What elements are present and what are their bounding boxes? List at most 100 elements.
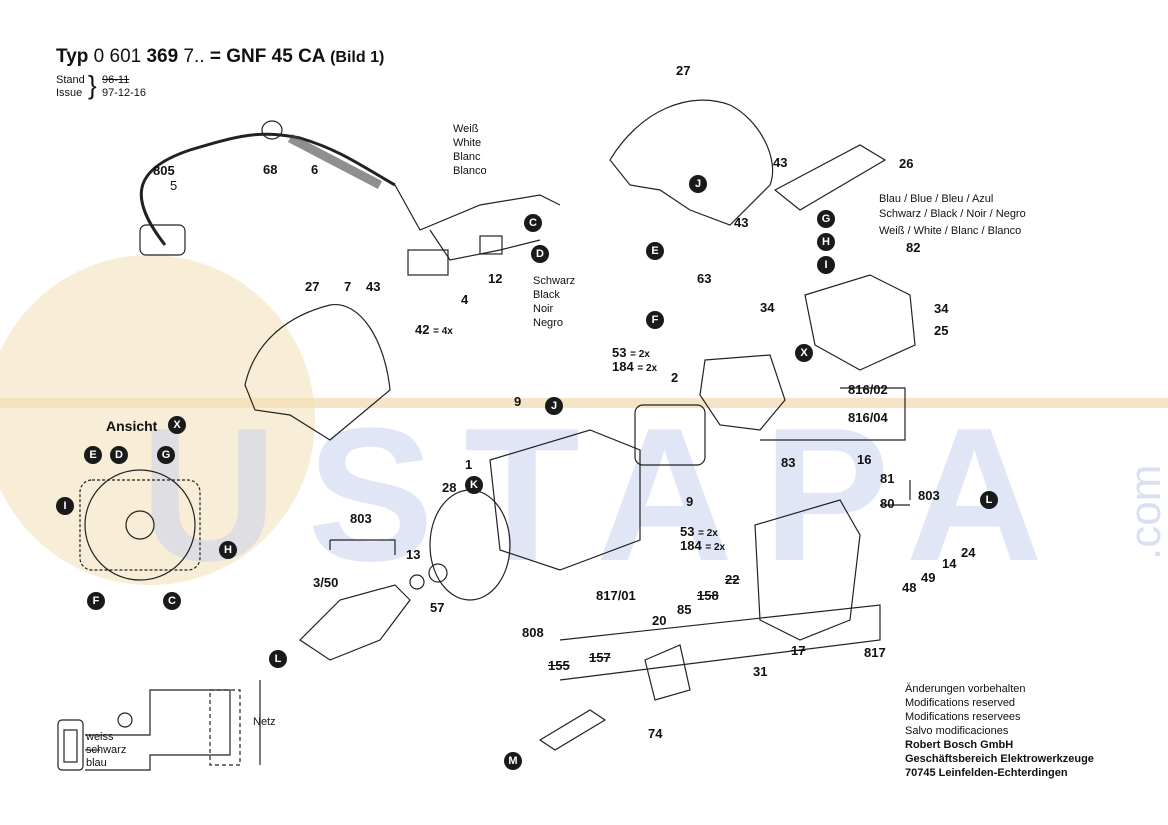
marker-D-ansicht: D — [110, 446, 128, 464]
part-803-b: 803 — [918, 488, 940, 503]
marker-E-ansicht: E — [84, 446, 102, 464]
motor-housing-1 — [489, 429, 641, 571]
gear-housing — [754, 499, 861, 641]
part-20: 20 — [652, 613, 667, 628]
brush-holder — [699, 354, 786, 431]
part-13: 13 — [406, 547, 421, 562]
marker-M: M — [504, 752, 522, 770]
part-9-b: 9 — [686, 494, 694, 509]
part-5: 5 — [170, 178, 178, 193]
watermark-text: USTAPA — [140, 389, 1073, 601]
part-816-02: 816/02 — [848, 382, 888, 397]
part-31: 31 — [753, 664, 768, 679]
part-63: 63 — [697, 271, 712, 286]
marker-L-left: L — [269, 650, 287, 668]
brace: } — [88, 70, 97, 100]
circuit-weiss: weiss — [86, 731, 114, 743]
part-184-a: 184 = 2x — [612, 359, 658, 374]
part-68: 68 — [263, 162, 278, 177]
marker-G-ansicht: G — [157, 446, 175, 464]
marker-I-ansicht: I — [56, 497, 74, 515]
part-80: 80 — [880, 496, 895, 511]
plug — [139, 224, 186, 256]
circuit-schwarz: schwarz — [86, 744, 127, 756]
part-7: 7 — [344, 279, 352, 294]
part-25: 25 — [934, 323, 949, 338]
part-74: 74 — [648, 726, 663, 741]
part-57: 57 — [430, 600, 445, 615]
wire-label-white-right: Weiß / White / Blanc / Blanco — [879, 225, 1022, 237]
part-2: 2 — [671, 370, 679, 385]
part-22: 22 — [725, 572, 740, 587]
part-158: 158 — [697, 588, 719, 603]
part-808: 808 — [522, 625, 544, 640]
marker-G-right: G — [817, 210, 835, 228]
marker-E-mid: E — [646, 242, 664, 260]
ansicht-view — [79, 469, 201, 581]
marker-X-mid: X — [795, 344, 813, 362]
marker-I-right: I — [817, 256, 835, 274]
part-157: 157 — [589, 650, 611, 665]
part-805: 805 — [153, 163, 175, 178]
part-42: 42 = 4x — [415, 322, 453, 337]
part-34-b: 34 — [934, 301, 949, 316]
switch-12 — [479, 235, 503, 255]
power-cord — [139, 132, 396, 246]
part-27-lower: 27 — [305, 279, 320, 294]
part-817-01: 817/01 — [596, 588, 636, 603]
part-14: 14 — [942, 556, 957, 571]
wire-label-black-right: Schwarz / Black / Noir / Negro — [879, 208, 1026, 220]
bearing-13 — [409, 574, 425, 590]
part-6: 6 — [311, 162, 319, 177]
stand-issue-labels: Stand Issue — [56, 74, 85, 99]
handle-lower — [244, 304, 391, 441]
marker-H-right: H — [817, 233, 835, 251]
ansicht-label: Ansicht — [106, 418, 158, 434]
stator-2 — [634, 404, 706, 466]
bearing-57 — [428, 563, 448, 583]
marker-X-ansicht: X — [168, 416, 186, 434]
part-83: 83 — [781, 455, 796, 470]
marker-K: K — [465, 476, 483, 494]
switch-wiring — [394, 184, 561, 261]
part-816-04: 816/04 — [848, 410, 888, 425]
circuit-blau: blau — [86, 757, 107, 769]
bracket-817 — [559, 604, 881, 681]
part-4: 4 — [461, 292, 469, 307]
part-1: 1 — [465, 457, 473, 472]
handle-top — [609, 99, 774, 226]
part-48: 48 — [902, 580, 917, 595]
notes-block: Änderungen vorbehalten Modifications res… — [905, 683, 1094, 779]
spindle — [538, 709, 607, 751]
circuit-netz: Netz — [253, 716, 276, 728]
watermark-side: .com — [1121, 465, 1168, 560]
part-34-a: 34 — [760, 300, 775, 315]
part-3-50: 3/50 — [313, 575, 339, 590]
part-26: 26 — [899, 156, 914, 171]
part-85: 85 — [677, 602, 692, 617]
part-27-top: 27 — [676, 63, 691, 78]
bracket-803a — [329, 539, 396, 555]
part-53-b: 53 = 2x — [680, 524, 718, 539]
bracket-81 — [880, 480, 911, 506]
armature — [299, 584, 411, 661]
wire-label-blue-right: Blau / Blue / Bleu / Azul — [879, 193, 994, 205]
marker-L-right: L — [980, 491, 998, 509]
strain-relief-68 — [261, 120, 283, 140]
flange-20 — [644, 644, 691, 701]
marker-H-ansicht: H — [219, 541, 237, 559]
cover-26 — [773, 144, 887, 211]
part-82: 82 — [906, 240, 921, 255]
circuit-diagram — [57, 680, 261, 771]
marker-D-top: D — [531, 245, 549, 263]
marker-C-top: C — [524, 214, 542, 232]
part-24: 24 — [961, 545, 976, 560]
bracket-816 — [760, 387, 906, 441]
part-17: 17 — [791, 643, 806, 658]
part-43-c: 43 — [366, 279, 381, 294]
part-803-a: 803 — [350, 511, 372, 526]
part-12: 12 — [488, 271, 503, 286]
marker-J-mid: J — [545, 397, 563, 415]
